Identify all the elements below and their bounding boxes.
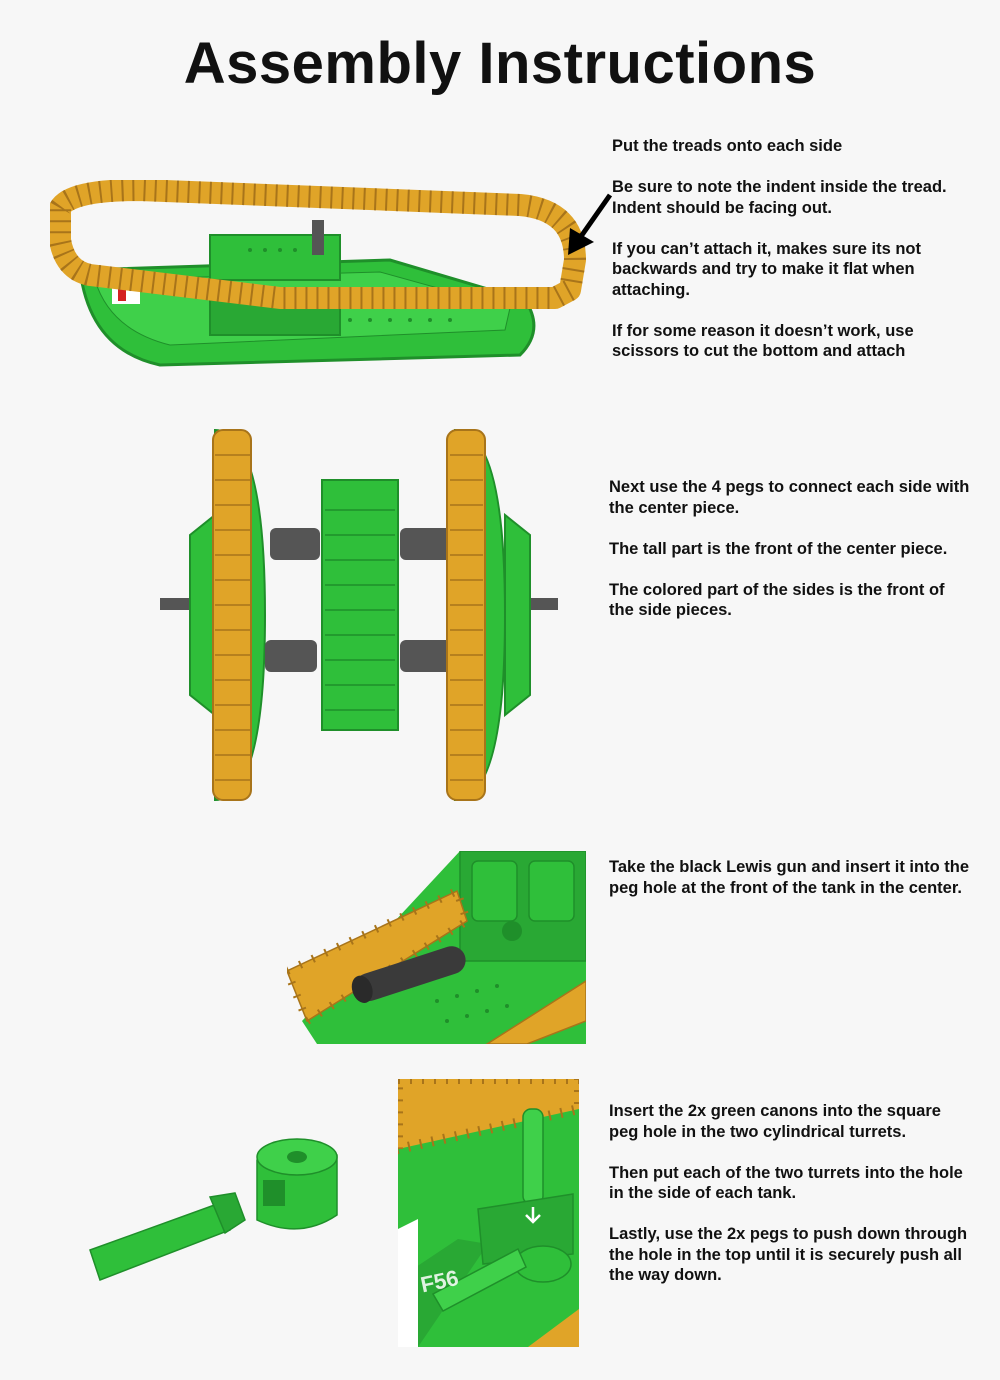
step-2-text: Next use the 4 pegs to connect each side… [609, 477, 994, 641]
page-title: Assembly Instructions [183, 31, 817, 96]
turret-insert-photo: F56 [398, 1079, 579, 1347]
step-4-paragraph: Then put each of the two turrets into th… [609, 1163, 963, 1203]
step-1-paragraph: Be sure to note the indent inside the tr… [612, 178, 947, 217]
step-3-text: Take the black Lewis gun and insert it i… [609, 857, 994, 919]
side-pieces-pegs-illustration [155, 425, 565, 805]
tread-side-illustration [50, 180, 610, 380]
step-1-text: Put the treads onto each side Be sure to… [612, 136, 992, 382]
step-2-paragraph: Next use the 4 pegs to connect each side… [609, 478, 970, 517]
step-1-paragraph: If you can’t attach it, makes sure its n… [612, 239, 921, 299]
step-2-paragraph: The tall part is the front of the center… [609, 539, 948, 558]
step-3-paragraph: Take the black Lewis gun and insert it i… [609, 858, 970, 897]
step-2-paragraph: The colored part of the sides is the fro… [609, 580, 945, 620]
step-4-paragraph: Lastly, use the 2x pegs to push down thr… [609, 1225, 968, 1284]
step-4-paragraph: Insert the 2x green canons into the squa… [609, 1102, 941, 1141]
step-4-text: Insert the 2x green canons into the squa… [609, 1101, 994, 1306]
pointer-arrow [560, 190, 620, 260]
lewis-gun-illustration [287, 851, 586, 1044]
step-1-paragraph: If for some reason it doesn’t work, use … [612, 321, 914, 361]
step-1-paragraph: Put the treads onto each side [612, 137, 843, 155]
cannon-turret-illustration [85, 1135, 350, 1295]
